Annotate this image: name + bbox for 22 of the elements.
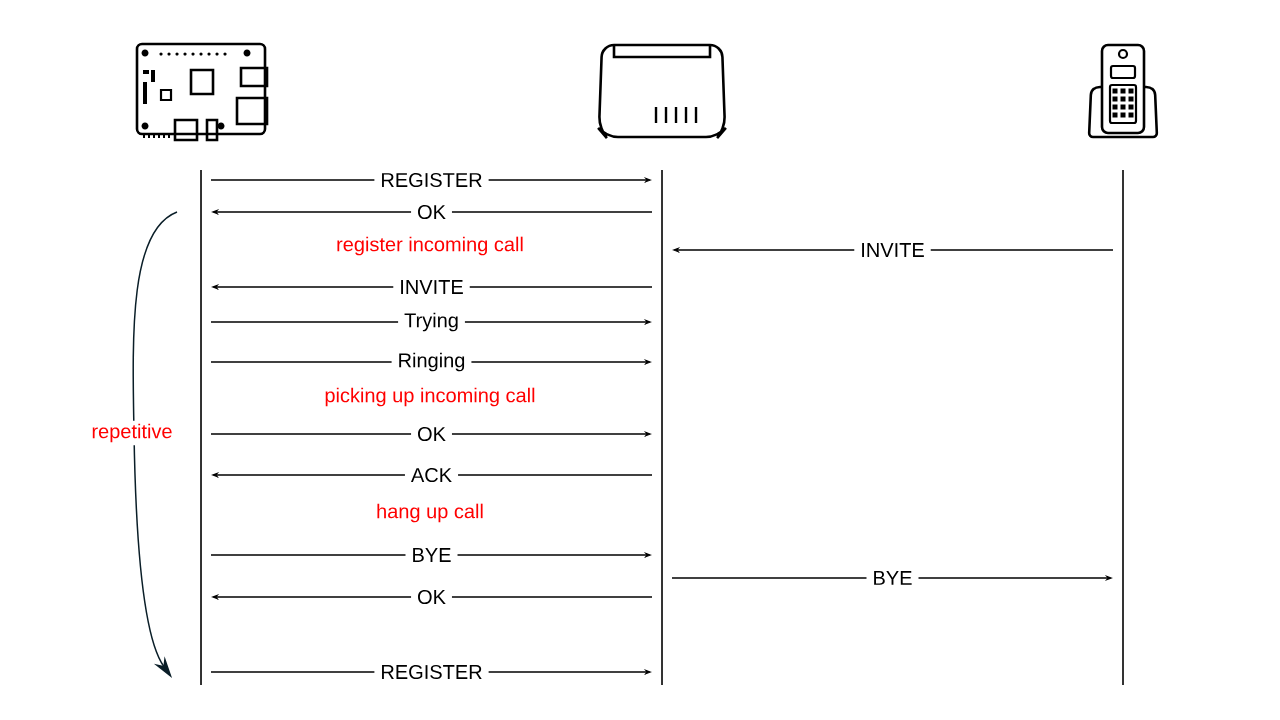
board-drawing [135,42,269,142]
lifeline [1122,170,1124,685]
router-drawing [596,43,728,140]
message-label: Ringing [391,346,472,378]
message-label: BYE [405,542,458,568]
lifeline [200,170,202,685]
annotation-text: picking up incoming call [321,384,539,410]
message-label: ACK [404,461,459,489]
annotation-text: register incoming call [333,233,527,259]
message-label: INVITE [854,237,931,263]
message-label: OK [411,583,452,611]
message-label: Trying [398,306,465,338]
annotation-text: repetitive [88,420,176,446]
message-label: OK [411,198,452,226]
message-label: BYE [866,565,919,591]
message-label: INVITE [393,274,470,300]
annotation-text: hang up call [373,500,487,526]
cordless-phone-drawing [1087,43,1159,139]
lifeline [661,170,663,685]
message-label: OK [411,420,452,448]
message-label: REGISTER [374,166,489,194]
message-label: REGISTER [374,658,489,686]
